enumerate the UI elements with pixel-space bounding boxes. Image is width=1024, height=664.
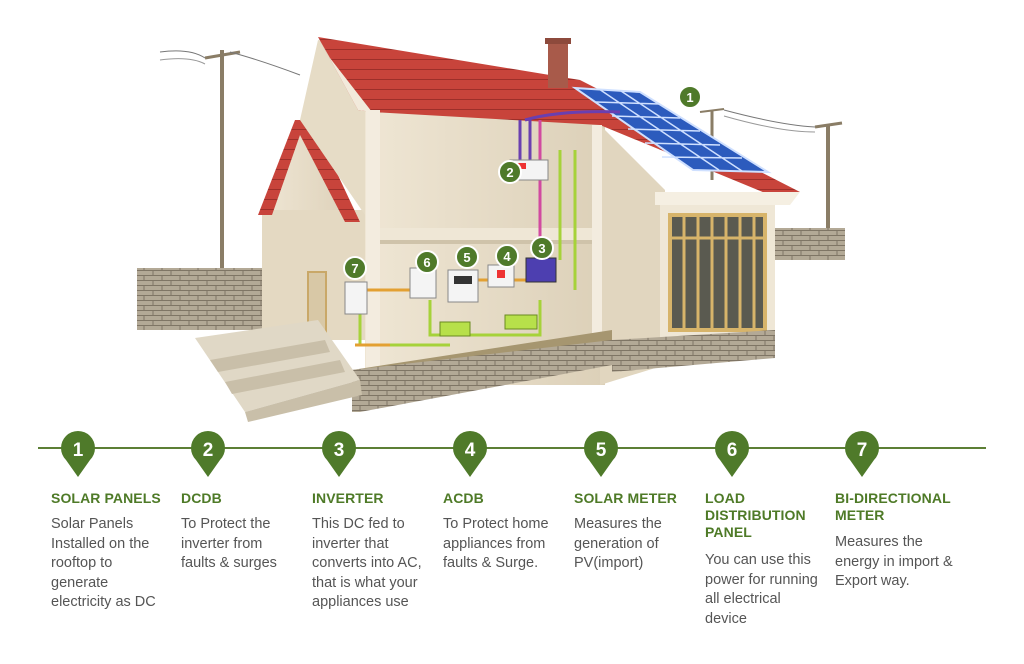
step-3-title: INVERTER <box>312 490 384 506</box>
devices <box>344 159 557 337</box>
small-roof <box>258 120 360 222</box>
step-1-description: Solar Panels Installed on the rooftop to… <box>51 516 156 610</box>
utility-poles <box>159 50 843 275</box>
glass-windows <box>668 213 767 332</box>
scene-marker-7: 7 <box>343 256 367 280</box>
step-5-title: SOLAR METER <box>574 490 677 506</box>
step-7-description: Measures the energy in import & Export w… <box>835 534 953 589</box>
scene-marker-2-label: 2 <box>506 165 513 180</box>
scene-marker-4-label: 4 <box>503 249 511 264</box>
step-6-number: 6 <box>727 440 738 461</box>
pin-icon: 3 <box>322 430 356 477</box>
step-2-number: 2 <box>203 440 214 461</box>
scene-marker-5-label: 5 <box>463 250 470 265</box>
step-6-description: You can use this power for running all e… <box>705 552 818 627</box>
scene-marker-1-label: 1 <box>686 90 693 105</box>
step-3-number: 3 <box>334 440 345 461</box>
scene-marker-4: 4 <box>495 244 519 268</box>
step-7-number: 7 <box>857 440 868 461</box>
scene-marker-5: 5 <box>455 245 479 269</box>
step-7-title: BI-DIRECTIONAL METER <box>835 490 951 523</box>
step-1-number: 1 <box>73 440 84 461</box>
pin-icon: 6 <box>715 430 749 477</box>
pin-icon: 4 <box>453 430 487 477</box>
step-2-description: To Protect the inverter from faults & su… <box>181 516 277 571</box>
step-5-description: Measures the generation of PV(import) <box>574 516 662 571</box>
scene-marker-1: 1 <box>678 85 702 109</box>
step-2-title: DCDB <box>181 490 222 506</box>
step-5-number: 5 <box>596 440 607 461</box>
scene-marker-6-label: 6 <box>423 255 430 270</box>
scene-marker-7-label: 7 <box>351 261 358 276</box>
pin-icon: 1 <box>61 430 95 477</box>
front-steps <box>195 320 362 422</box>
scene-marker-2: 2 <box>498 160 522 184</box>
timeline-line <box>38 447 986 449</box>
house-illustration: 1 2 3 4 5 6 7 <box>137 37 845 422</box>
step-3-description: This DC fed to inverter that converts in… <box>312 516 422 610</box>
foundation <box>352 340 612 412</box>
step-6-title: LOAD DISTRIBUTION PANEL <box>705 490 806 540</box>
step-1-title: SOLAR PANELS <box>51 490 161 506</box>
solar-panel-array <box>571 86 772 174</box>
pin-icon: 5 <box>584 430 618 477</box>
scene-marker-3-label: 3 <box>538 241 545 256</box>
left-brick-wall <box>137 268 283 330</box>
scene-marker-3: 3 <box>530 236 554 260</box>
step-4-description: To Protect home appliances from faults &… <box>443 516 549 571</box>
scene-marker-6: 6 <box>415 250 439 274</box>
step-4-title: ACDB <box>443 490 484 506</box>
pin-icon: 2 <box>191 430 225 477</box>
pin-icon: 7 <box>845 430 879 477</box>
step-4-number: 4 <box>465 440 476 461</box>
right-brick-wall <box>775 228 845 260</box>
